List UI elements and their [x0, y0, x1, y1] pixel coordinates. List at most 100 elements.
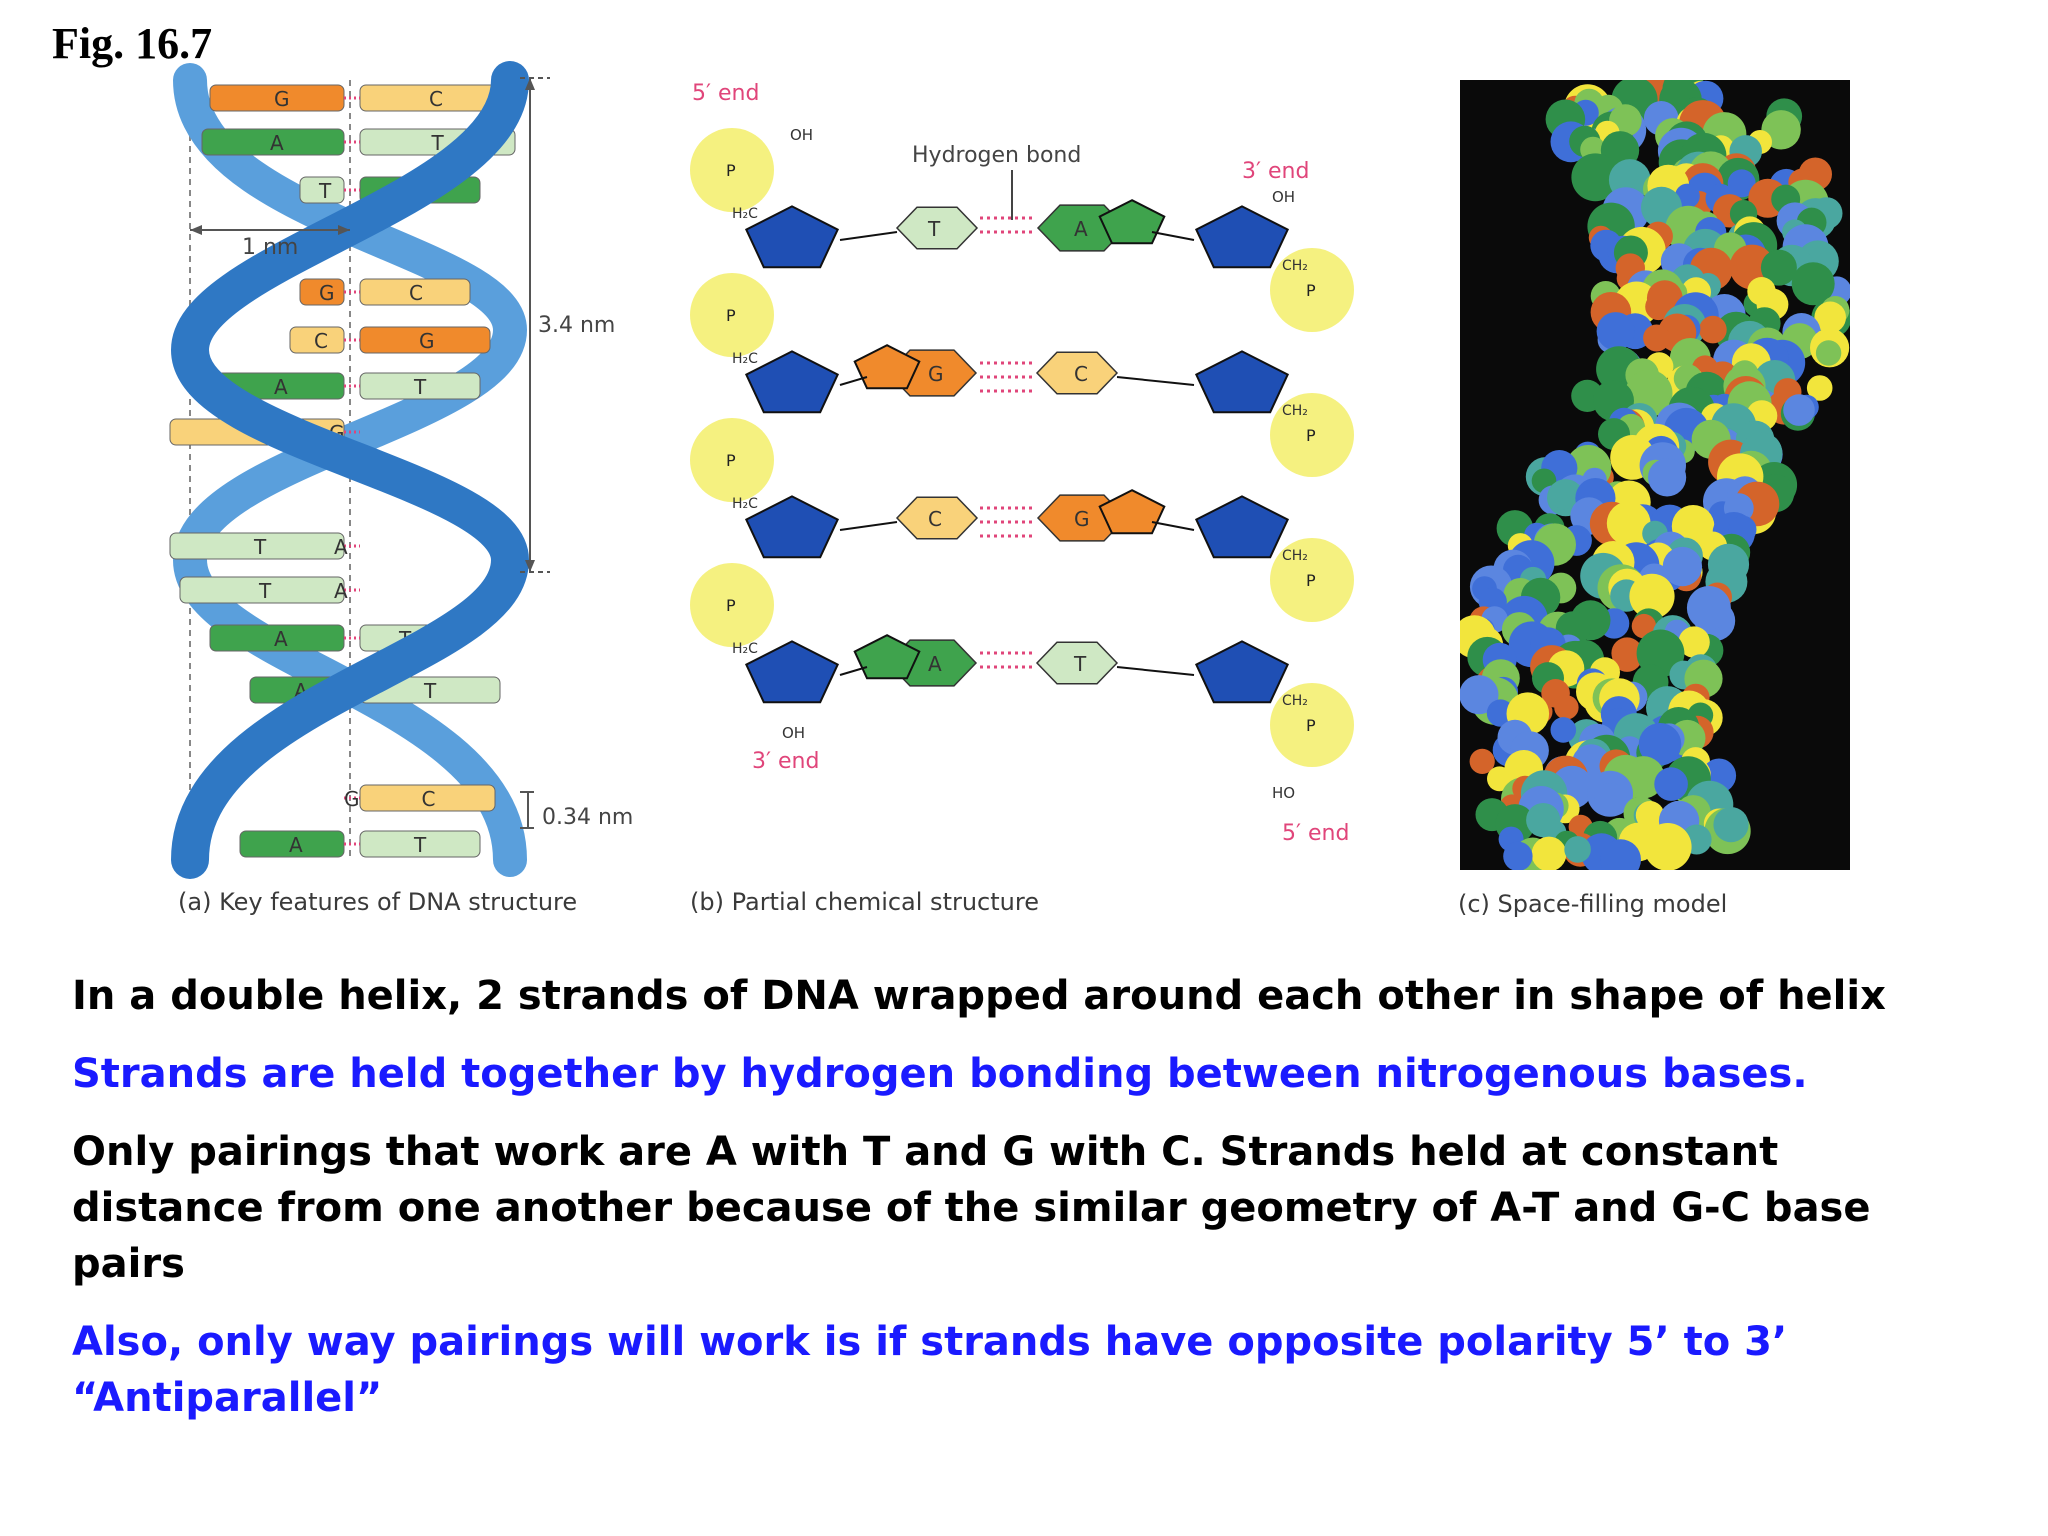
phosphorus-symbol: P — [1306, 426, 1316, 445]
base-right-letter: T — [423, 679, 437, 703]
phosphorus-symbol: P — [1306, 571, 1316, 590]
glycosidic-bond-left — [839, 376, 868, 386]
sugar-left — [744, 205, 840, 269]
text-line-4a: Also, only way pairings will work is if … — [72, 1319, 1788, 1365]
hydrogen-bond-label: Hydrogen bond — [912, 143, 1081, 168]
sugar-left — [744, 350, 840, 414]
glycosidic-bond-right — [1151, 231, 1195, 241]
base-left-letter: G — [344, 787, 360, 811]
atom-sphere — [1815, 340, 1842, 366]
atom-sphere — [1550, 483, 1577, 510]
base-left-letter: C — [928, 507, 942, 531]
text-line-2: Strands are held together by hydrogen bo… — [72, 1051, 1808, 1097]
atom-sphere — [1713, 807, 1749, 843]
h2c-label: H₂C — [732, 351, 758, 367]
oh-top-right: OH — [1272, 188, 1295, 206]
atom-sphere — [1806, 375, 1833, 401]
phosphate-group — [1270, 393, 1354, 477]
phosphorus-symbol: P — [726, 596, 736, 615]
base-left-letter: T — [318, 179, 332, 203]
pitch-label: 3.4 nm — [538, 313, 615, 338]
space-filling-model-image — [1460, 80, 1850, 870]
base-right-second-ring — [1098, 489, 1166, 535]
glycosidic-bond-left — [839, 521, 898, 531]
oh-bottom-left: OH — [782, 724, 805, 742]
base-left-second-ring — [853, 634, 921, 680]
three-prime-end-top-label: 3′ end — [1242, 159, 1309, 184]
atom-sphere — [1678, 626, 1710, 658]
atom-sphere — [1699, 315, 1727, 344]
phosphate-group — [690, 128, 774, 212]
base-right-second-ring — [1098, 199, 1166, 245]
atom-sphere — [1571, 153, 1620, 202]
glycosidic-bond-right — [1116, 376, 1195, 386]
h2c-label: H₂C — [732, 641, 758, 657]
panel-c-space-filling — [1460, 80, 1850, 870]
atom-sphere — [1686, 586, 1731, 630]
width-arrow-head-left — [190, 225, 202, 235]
sugar-right — [1194, 205, 1290, 269]
base-right-letter: A — [334, 535, 348, 559]
chemical-structure-diagram: 5′ end Hydrogen bond 3′ end OH OH P H₂C P C… — [690, 81, 1354, 846]
five-prime-end-top-label: 5′ end — [692, 81, 759, 106]
atom-sphere — [1612, 642, 1642, 672]
base-left-letter: A — [274, 627, 288, 651]
base-left-ring — [895, 206, 979, 250]
atom-sphere — [1727, 169, 1756, 198]
atom-sphere — [1594, 783, 1627, 815]
rise-label: 0.34 nm — [542, 805, 633, 830]
h2c-label: H₂C — [732, 496, 758, 512]
phosphate-group — [1270, 538, 1354, 622]
atom-sphere — [1531, 836, 1567, 870]
oh-top-left: OH — [790, 126, 813, 144]
base-right-ring — [1035, 641, 1119, 685]
three-prime-end-bottom-label: 3′ end — [752, 749, 819, 774]
phosphate-group — [1270, 683, 1354, 767]
atom-sphere — [1460, 675, 1499, 715]
atom-sphere — [1648, 458, 1687, 497]
base-left-letter: C — [314, 329, 328, 353]
atom-sphere — [1487, 766, 1512, 792]
atom-sphere — [1564, 836, 1591, 863]
base-left-ring — [895, 496, 979, 540]
glycosidic-bond-right — [1151, 521, 1195, 531]
base-left-letter: A — [928, 652, 942, 676]
base-right-letter: T — [413, 833, 427, 857]
base-right-letter: T — [431, 131, 445, 155]
sugar-right — [1194, 495, 1290, 559]
front-backbone — [170, 61, 530, 879]
base-right-letter: C — [1074, 362, 1088, 386]
base-left-letter: A — [289, 833, 303, 857]
text-line-3: Only pairings that work are A with T and… — [72, 1129, 1871, 1287]
glycosidic-bond-left — [839, 231, 898, 241]
base-left-letter: A — [274, 375, 288, 399]
base-left-letter: G — [274, 87, 290, 111]
atom-sphere — [1600, 839, 1641, 870]
pitch-arrow-head-top — [525, 78, 535, 90]
atom-sphere — [1629, 573, 1675, 619]
sugar-right — [1194, 640, 1290, 704]
base-left-letter: G — [928, 362, 944, 386]
sugar-left — [744, 640, 840, 704]
base-right-letter: C — [409, 281, 423, 305]
atom-sphere — [1503, 841, 1533, 870]
pitch-arrow-head-bottom — [525, 560, 535, 572]
width-label: 1 nm — [242, 235, 298, 260]
glycosidic-bond-left — [839, 666, 868, 676]
base-right-ring — [1035, 351, 1119, 395]
base-right-letter: C — [429, 87, 443, 111]
base-left-letter: T — [258, 579, 272, 603]
base-left-letter: T — [927, 217, 941, 241]
base-right-letter: T — [413, 375, 427, 399]
atom-sphere — [1554, 695, 1579, 720]
atom-sphere — [1635, 801, 1665, 830]
base-right-letter: C — [422, 787, 436, 811]
panel-b-chemical: 5′ end Hydrogen bond 3′ end OH OH P H₂C P C… — [682, 70, 1382, 870]
atom-sphere — [1550, 717, 1577, 743]
atom-sphere — [1469, 748, 1495, 775]
